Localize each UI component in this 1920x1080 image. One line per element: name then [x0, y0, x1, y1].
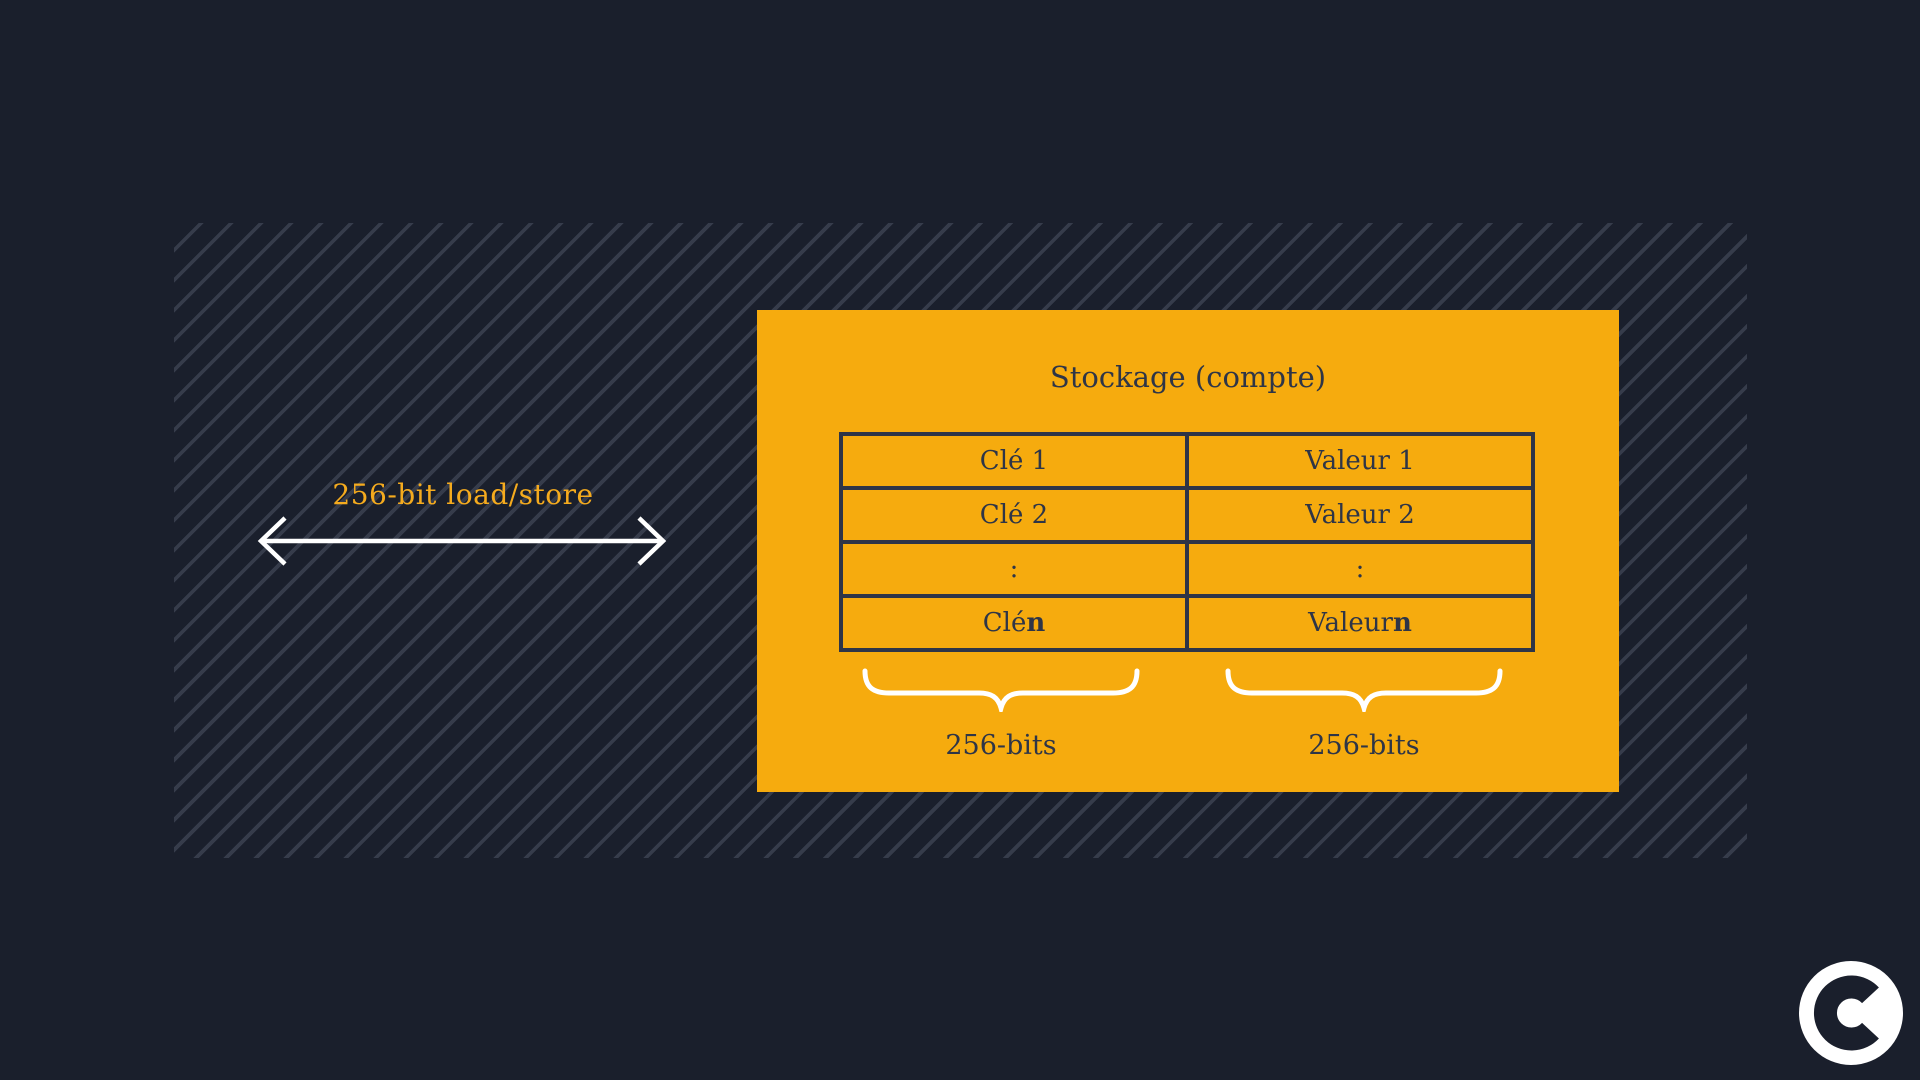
key-cell: Clé 2	[843, 490, 1189, 540]
cell-text: Clé	[982, 608, 1027, 638]
cell-text: :	[1009, 554, 1019, 584]
value-cell: Valeur 1	[1189, 436, 1531, 486]
value-cell: Valeur n	[1189, 598, 1531, 648]
storage-table: Clé 1 Valeur 1 Clé 2 Valeur 2 : : Clé n …	[839, 432, 1535, 652]
cell-text-bold: n	[1026, 608, 1046, 638]
underbrace-right-icon	[1225, 668, 1503, 712]
cell-text: Clé 1	[979, 446, 1049, 476]
double-arrow-icon	[257, 516, 667, 566]
cell-text-bold: n	[1392, 608, 1412, 638]
cell-text: Clé 2	[979, 500, 1049, 530]
value-cell: Valeur 2	[1189, 490, 1531, 540]
value-cell: :	[1189, 544, 1531, 594]
cell-text: :	[1355, 554, 1365, 584]
table-row: : :	[843, 544, 1531, 598]
key-cell: Clé 1	[843, 436, 1189, 486]
brand-logo	[1799, 961, 1903, 1065]
key-cell: Clé n	[843, 598, 1189, 648]
cell-text: Valeur 2	[1305, 500, 1415, 530]
bits-label-right: 256-bits	[1308, 730, 1420, 761]
storage-card: Stockage (compte) Clé 1 Valeur 1 Clé 2 V…	[757, 310, 1619, 792]
load-store-label: 256-bit load/store	[332, 478, 594, 511]
cell-text: Valeur 1	[1305, 446, 1415, 476]
table-row: Clé n Valeur n	[843, 598, 1531, 648]
bits-label-left: 256-bits	[945, 730, 1057, 761]
table-row: Clé 1 Valeur 1	[843, 436, 1531, 490]
storage-title: Stockage (compte)	[1049, 360, 1327, 394]
underbrace-left-icon	[862, 668, 1140, 712]
key-cell: :	[843, 544, 1189, 594]
table-row: Clé 2 Valeur 2	[843, 490, 1531, 544]
cell-text: Valeur	[1308, 608, 1393, 638]
logo-letter-c	[1813, 975, 1879, 1051]
